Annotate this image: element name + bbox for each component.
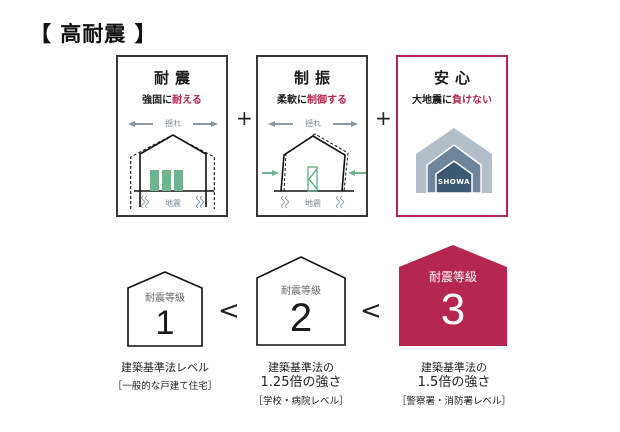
- shake-label: 揺れ: [165, 119, 181, 128]
- grade-1-description: 建築基準法レベル ［一般的な戸建て住宅］: [106, 360, 224, 394]
- subtitle-plain: 大地震に: [412, 95, 452, 106]
- grade-3-description: 建築基準法の 1.5倍の強さ ［警察署・消防署レベル］: [384, 360, 524, 409]
- showa-logo-text: SHOWA: [437, 178, 471, 186]
- house-outline-icon: [256, 256, 346, 346]
- desc-line-2: 1.25倍の強さ: [260, 375, 342, 390]
- subtitle-plain: 柔軟に: [277, 95, 307, 106]
- house-filled-icon: [399, 245, 507, 346]
- card-seishin: 制振 柔軟に制御する 揺れ 地震: [256, 55, 368, 217]
- card-title: 耐震: [153, 69, 196, 87]
- subtitle-plain: 強固に: [142, 95, 173, 106]
- plus-sign: +: [236, 106, 253, 130]
- card-anshin: 安心 大地震に負けない SHOWA: [396, 55, 508, 217]
- grade-number: 2: [289, 296, 313, 340]
- shake-label: 揺れ: [305, 119, 321, 128]
- grade-1-house: 耐震等級 1: [127, 271, 203, 347]
- card-subtitle: 柔軟に制御する: [258, 91, 366, 106]
- showa-house-logo-icon: [416, 128, 492, 194]
- less-than-sign: <: [360, 296, 382, 326]
- subtitle-emphasis: 制御する: [307, 95, 347, 106]
- ground-label: 地震: [305, 199, 321, 208]
- plus-sign: +: [375, 106, 392, 130]
- earthquake-resistant-house-icon: [128, 121, 218, 209]
- grade-2-description: 建築基準法の 1.25倍の強さ ［学校・病院レベル］: [240, 360, 362, 409]
- card-title: 安心: [433, 69, 476, 87]
- card-subtitle: 強固に耐える: [118, 91, 226, 106]
- ground-label: 地震: [165, 199, 181, 208]
- house-outline-icon: [127, 271, 203, 347]
- page-title: 【 高耐震 】: [30, 22, 157, 46]
- grade-label: 耐震等級: [281, 286, 321, 297]
- subtitle-emphasis: 耐える: [172, 95, 202, 106]
- desc-line: 建築基準法の: [268, 361, 334, 374]
- desc-line-2: 1.5倍の強さ: [417, 375, 491, 390]
- grade-3-house: 耐震等級 3: [399, 245, 507, 346]
- desc-note: ［警察署・消防署レベル］: [396, 396, 511, 407]
- desc-note: ［一般的な戸建て住宅］: [112, 381, 218, 392]
- card-subtitle: 大地震に負けない: [398, 91, 506, 106]
- card-title: 制振: [293, 69, 336, 87]
- desc-line: 建築基準法レベル: [121, 361, 209, 374]
- subtitle-emphasis: 負けない: [452, 95, 492, 106]
- grade-number: 1: [155, 304, 175, 342]
- desc-line: 建築基準法の: [421, 361, 487, 374]
- grade-label: 耐震等級: [428, 270, 477, 284]
- less-than-sign: <: [218, 296, 240, 326]
- vibration-control-house-icon: [262, 121, 366, 209]
- grade-label: 耐震等級: [145, 293, 185, 304]
- grade-number: 3: [440, 285, 466, 334]
- desc-note: ［学校・病院レベル］: [253, 396, 349, 407]
- grade-2-house: 耐震等級 2: [256, 256, 346, 346]
- card-taishin: 耐震 強固に耐える 揺れ 地震: [116, 55, 228, 217]
